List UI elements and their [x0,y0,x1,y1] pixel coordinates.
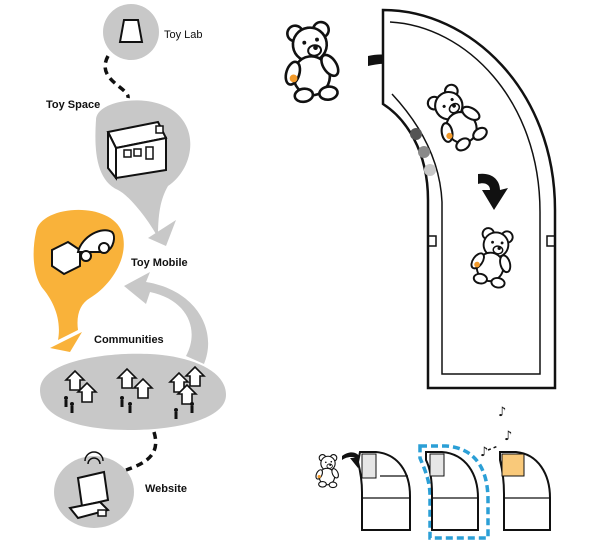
toy-lab-icon [118,19,144,43]
sensor-dot-mid [418,146,430,158]
website-node: Website [54,451,187,528]
toy-lab-label: Toy Lab [164,29,203,41]
computer-icon [68,451,110,520]
connector-communities-website [125,431,158,472]
communities-node: Communities [40,272,226,430]
curved-arrow-2 [478,173,508,210]
toy-mobile-vehicle-icon [51,229,115,276]
communities-label: Communities [94,334,164,346]
module-link [487,445,499,451]
toy-mobile-node: Toy Mobile [33,209,188,352]
teddy-bear-small [314,454,341,489]
return-arrow [124,272,209,364]
website-label: Website [145,483,187,495]
toy-space-label: Toy Space [46,99,100,111]
connector-lab-space [103,55,130,99]
music-note-icon-2: ♪ [504,429,512,444]
music-note-icon-3: ♪ [480,445,488,460]
toy-space-building-icon [106,120,168,181]
teddy-bear-start [274,18,347,107]
track-module-1 [356,451,411,531]
track-module-2-selected [418,444,490,540]
toy-space-node: Toy Space [46,99,191,246]
music-note-icon-1: ♪ [498,405,506,420]
toy-mobile-label: Toy Mobile [131,257,188,269]
sensor-dot-dark [410,128,422,140]
selection-outline [418,444,490,540]
toy-track [381,8,557,390]
track-module-3 [499,451,551,531]
toy-lab-node: Toy Lab [103,4,203,60]
sensor-dot-light [424,164,436,176]
